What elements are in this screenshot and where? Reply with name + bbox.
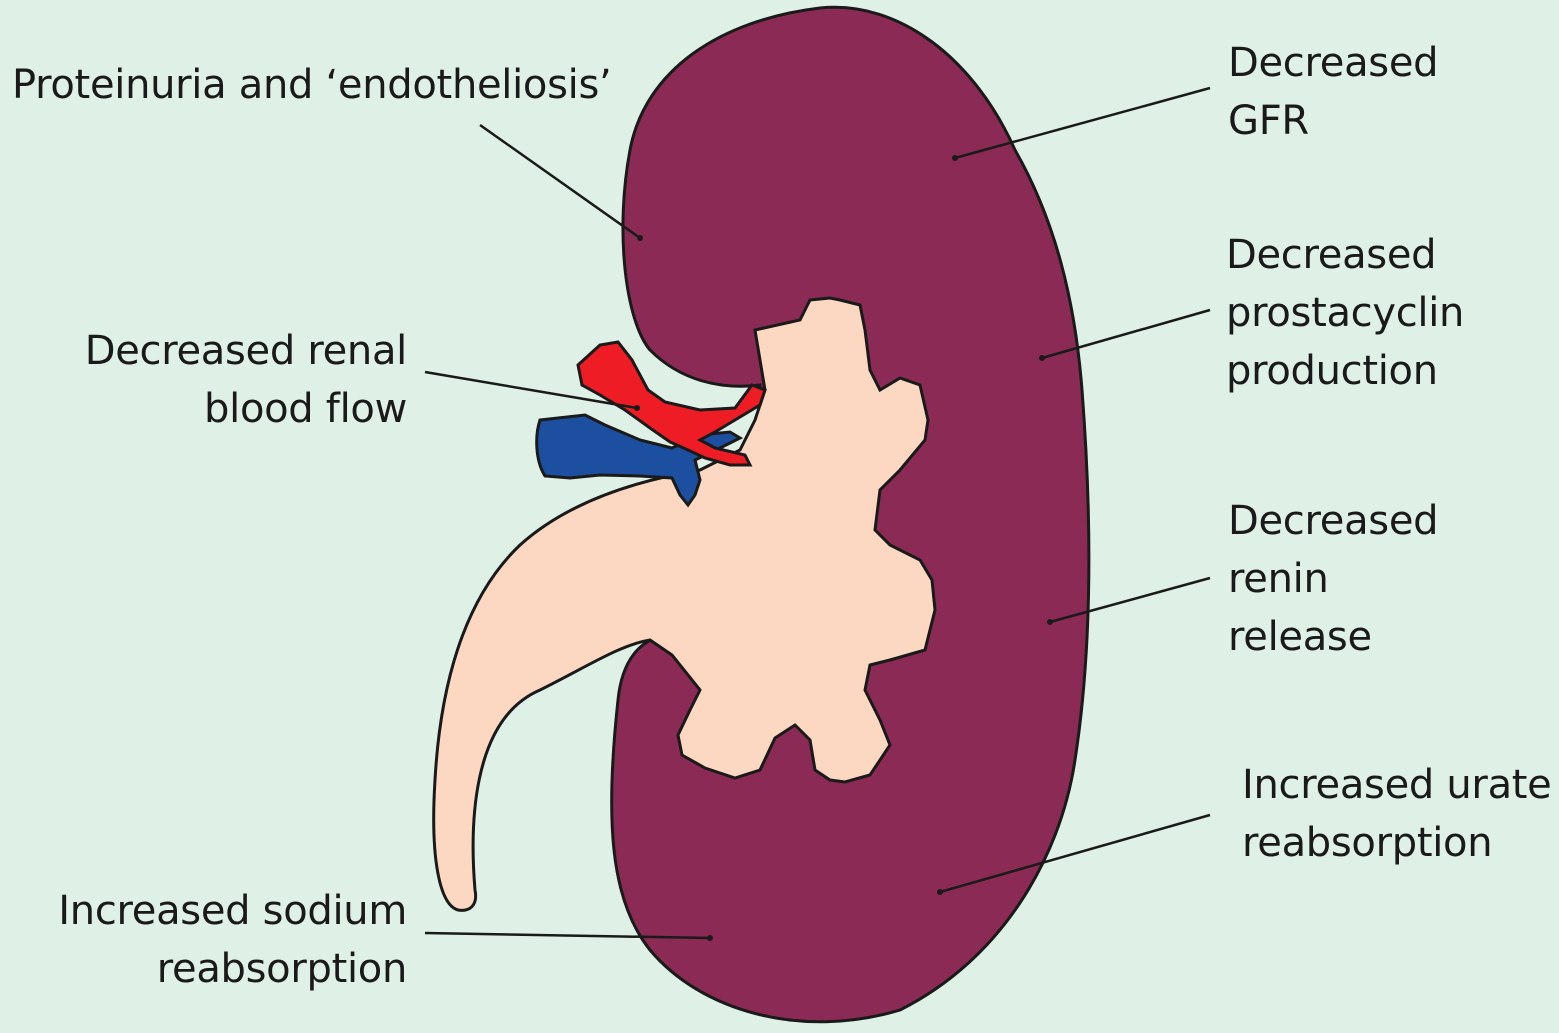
label-line: Proteinuria and ‘endotheliosis’ bbox=[12, 56, 611, 114]
label-line: reabsorption bbox=[58, 940, 407, 998]
label-line: GFR bbox=[1228, 92, 1438, 150]
label-line: Decreased bbox=[1228, 34, 1438, 92]
label-line: Decreased bbox=[1226, 226, 1464, 284]
label-line: Increased urate bbox=[1242, 756, 1552, 814]
label-line: production bbox=[1226, 342, 1464, 400]
label-prostacyclin: Decreased prostacyclin production bbox=[1226, 226, 1464, 400]
label-line: reabsorption bbox=[1242, 814, 1552, 872]
label-sodium-reabsorption: Increased sodium reabsorption bbox=[58, 882, 407, 998]
label-urate: Increased urate reabsorption bbox=[1242, 756, 1552, 872]
label-line: blood flow bbox=[85, 380, 407, 438]
label-renin: Decreased renin release bbox=[1228, 492, 1438, 666]
leader-proteinuria bbox=[480, 125, 640, 238]
label-gfr: Decreased GFR bbox=[1228, 34, 1438, 150]
label-line: prostacyclin bbox=[1226, 284, 1464, 342]
label-line: renin bbox=[1228, 550, 1438, 608]
label-line: Increased sodium bbox=[58, 882, 407, 940]
label-line: Decreased bbox=[1228, 492, 1438, 550]
label-renal-blood-flow: Decreased renal blood flow bbox=[85, 322, 407, 438]
label-line: release bbox=[1228, 608, 1438, 666]
label-line: Decreased renal bbox=[85, 322, 407, 380]
label-proteinuria: Proteinuria and ‘endotheliosis’ bbox=[12, 56, 611, 114]
